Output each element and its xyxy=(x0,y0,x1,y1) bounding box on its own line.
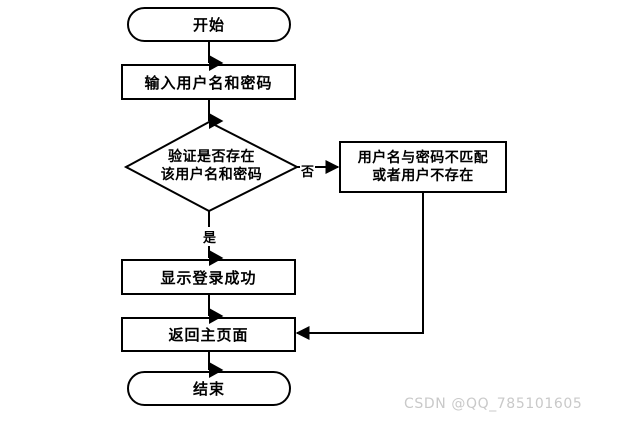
node-success-shape xyxy=(121,259,296,295)
node-end-shape xyxy=(127,371,291,406)
edge-error-to-home xyxy=(295,192,424,340)
watermark-text: CSDN @QQ_785101605 xyxy=(404,396,583,412)
node-input-shape xyxy=(121,64,296,100)
node-decision-shape xyxy=(123,120,300,213)
edge-label-no: 否 xyxy=(300,161,316,180)
node-home-shape xyxy=(121,317,296,352)
node-error-shape xyxy=(339,141,507,193)
edge-label-yes: 是 xyxy=(202,227,218,246)
node-start-shape xyxy=(127,7,291,42)
